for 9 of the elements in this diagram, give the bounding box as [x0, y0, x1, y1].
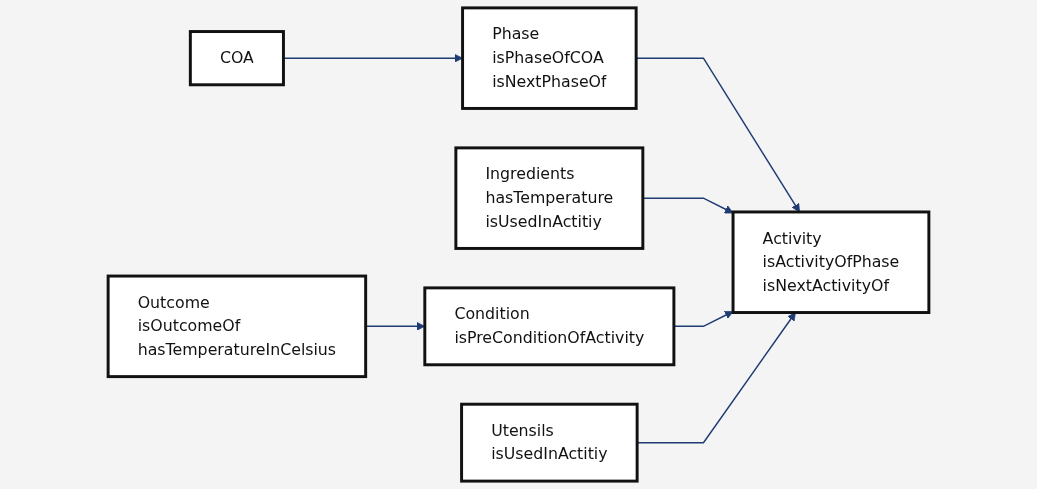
- node-box: Phase isPhaseOfCOA isNextPhaseOf: [461, 6, 638, 110]
- arrow: [673, 311, 734, 328]
- node-box: Utensils isUsedInActitiy: [460, 402, 639, 483]
- node-box: Outcome isOutcomeOf hasTemperatureInCelsius: [106, 274, 368, 379]
- arrow: [642, 197, 734, 214]
- node-box: Ingredients hasTemperature isUsedInActitiy: [454, 146, 645, 250]
- node-box: Condition isPreConditionOfActivity: [423, 286, 676, 367]
- node-box: Activity isActivityOfPhase isNextActivityOf: [731, 210, 931, 314]
- node-box: COA: [188, 30, 285, 87]
